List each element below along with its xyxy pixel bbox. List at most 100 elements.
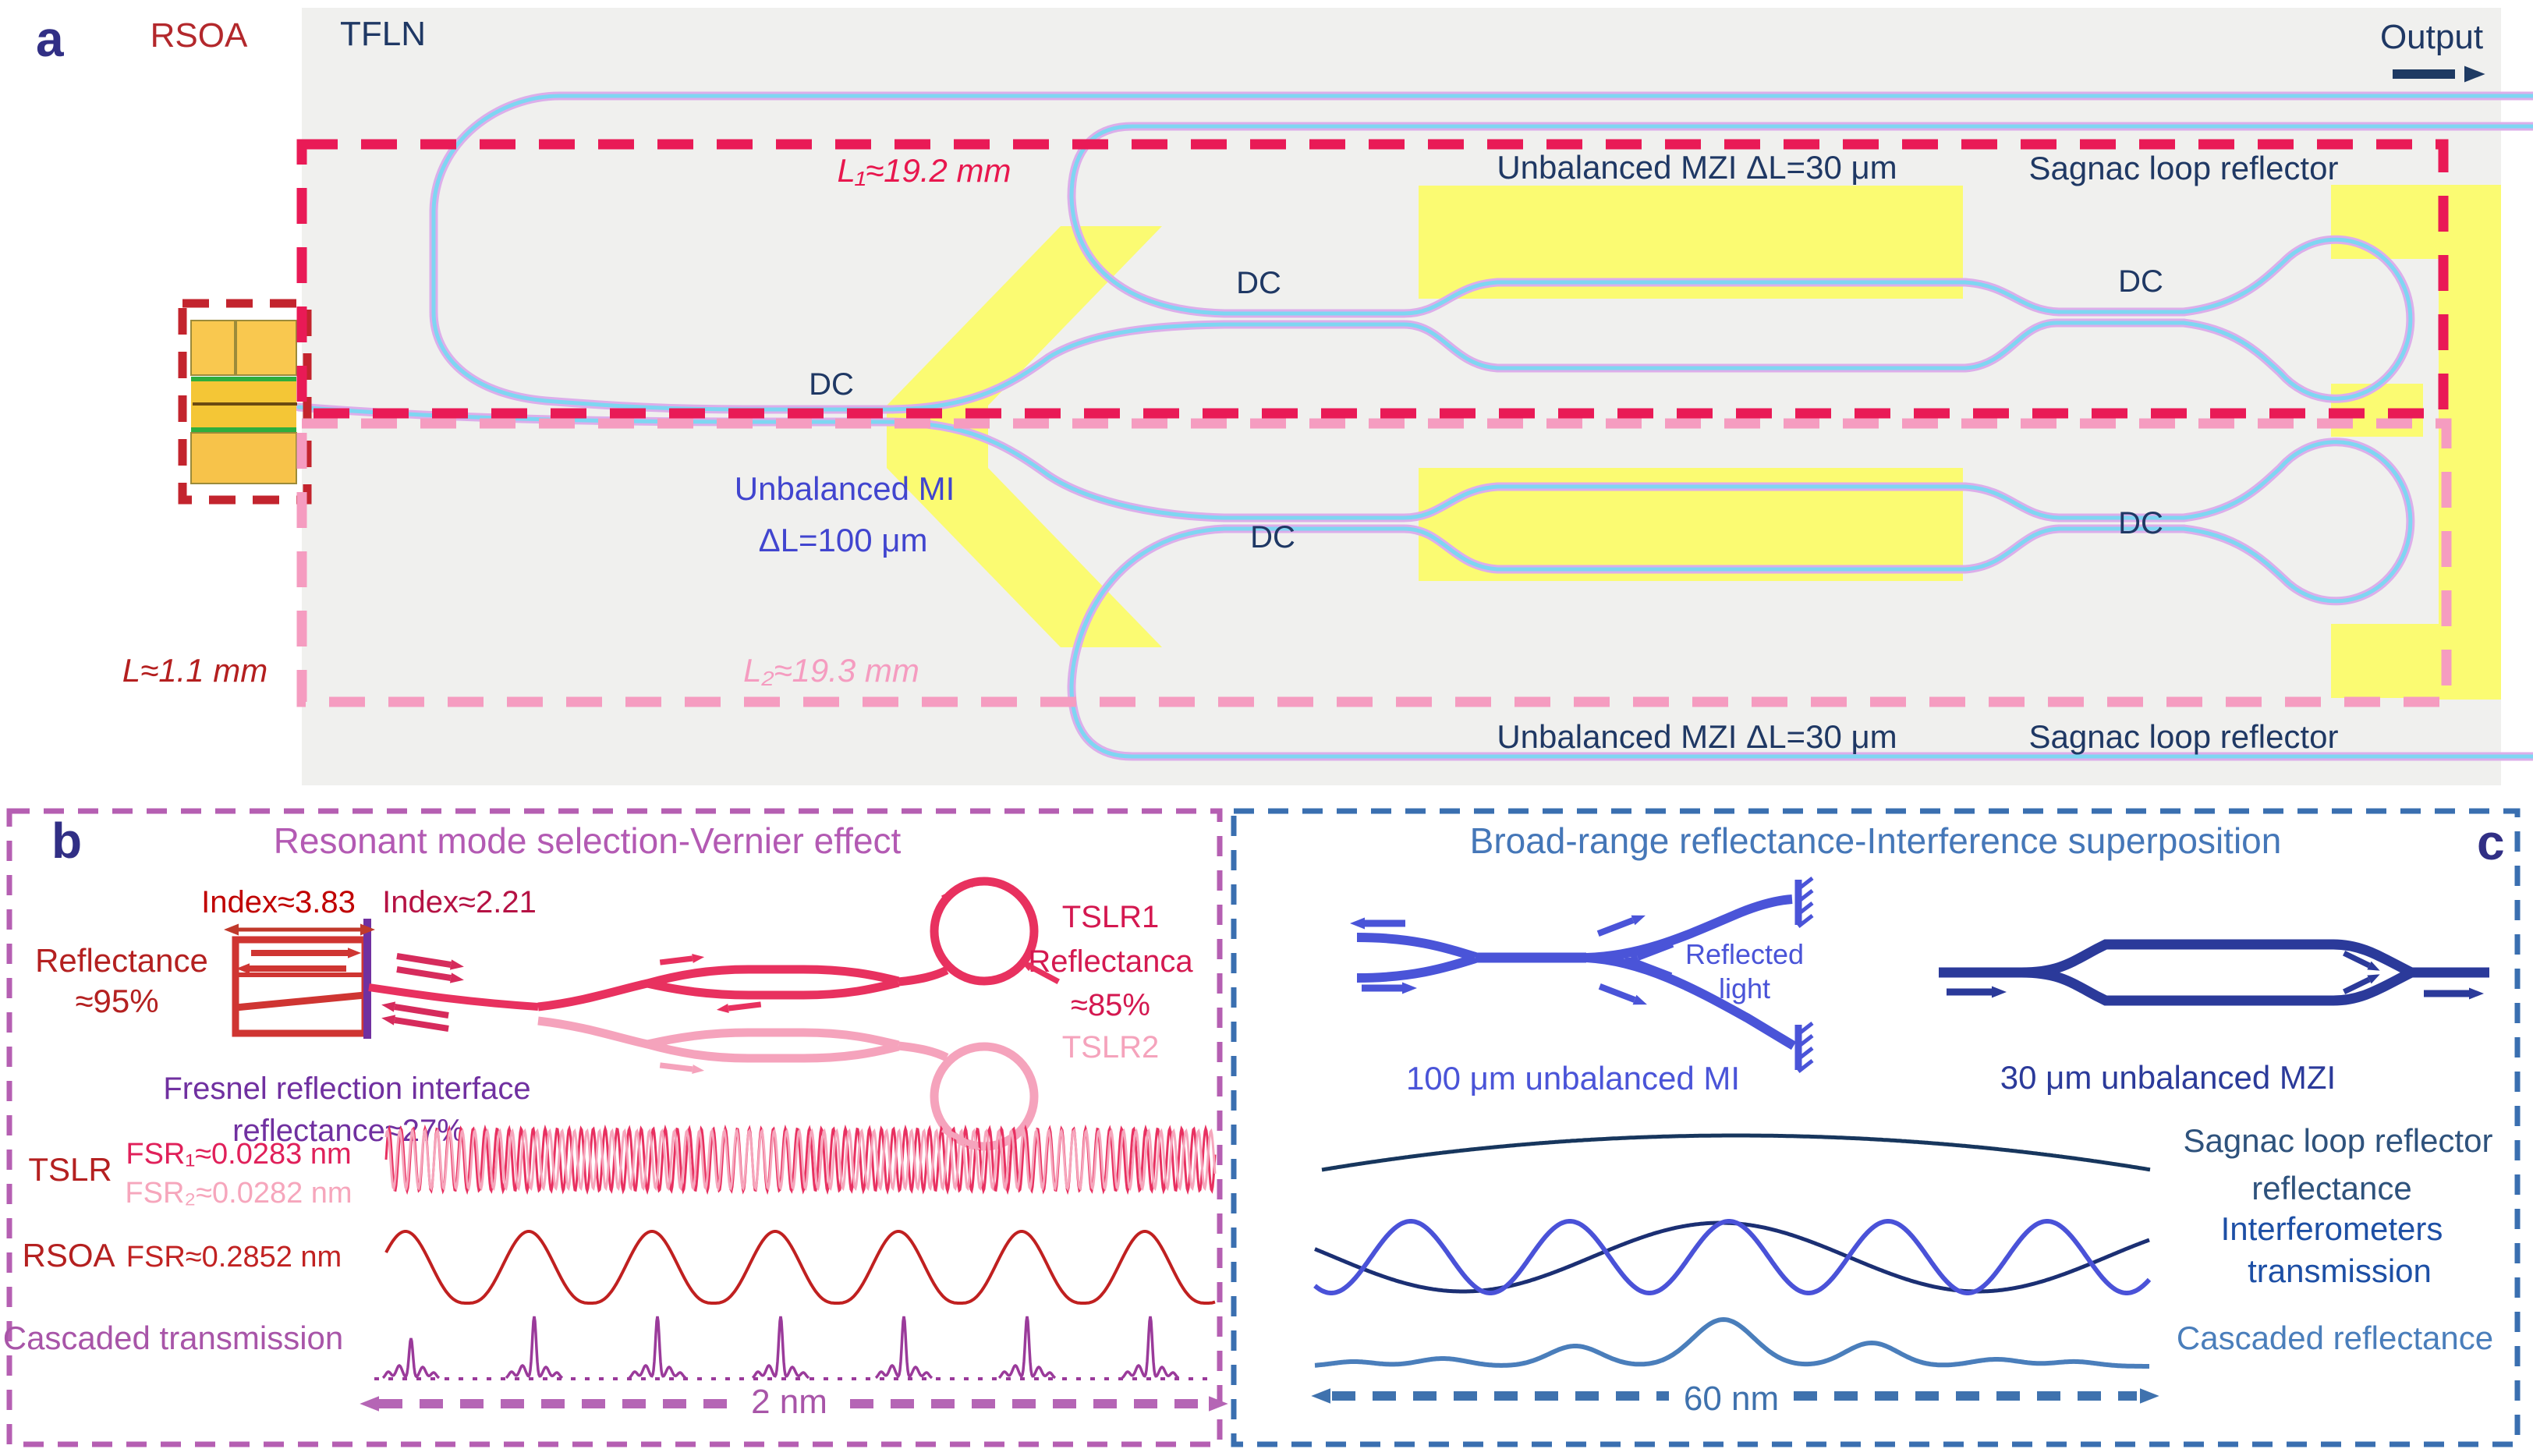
tfln-chip-background xyxy=(302,8,2501,785)
dc-label-lower-left: DC xyxy=(1250,520,1295,554)
arrow-icon xyxy=(1992,986,2007,998)
arrow-shaft xyxy=(2343,976,2371,995)
arrow-icon xyxy=(348,948,362,958)
mi-mirror-top xyxy=(1794,877,1814,928)
cascaded-transmission-label: Cascaded transmission xyxy=(3,1320,344,1356)
arrow-icon xyxy=(716,1004,729,1013)
fsr2-label: FSR₂≈0.0282 nm xyxy=(125,1177,352,1210)
mi-mirror-bottom xyxy=(1794,1022,1814,1073)
arrow-icon xyxy=(1632,994,1647,1005)
arrow-layer xyxy=(224,66,2485,1412)
dc-label-upper-left: DC xyxy=(1236,266,1281,300)
rsoa-spectrum-wave xyxy=(384,1230,1216,1305)
mi-schematic xyxy=(1356,877,1814,1073)
rsoa-length-label: L≈1.1 mm xyxy=(122,652,267,689)
span-2nm-label: 2 nm xyxy=(751,1383,827,1421)
rsoa-pad-bottom xyxy=(190,432,297,484)
sagnac-top-label: Sagnac loop reflector xyxy=(2029,150,2339,186)
panel-b-label: b xyxy=(51,813,82,869)
rsoa-pad-top-left xyxy=(190,320,236,376)
reflectance-label-line2: ≈95% xyxy=(75,983,158,1019)
arrow-icon xyxy=(2140,1388,2159,1404)
arrow-shaft xyxy=(1636,941,1674,961)
rsoa-gain-line xyxy=(235,991,366,1011)
arrow-shaft xyxy=(659,955,693,965)
mi-label-line2: ΔL=100 μm xyxy=(759,522,928,558)
dc-label-center: DC xyxy=(809,367,854,402)
arrow-icon xyxy=(449,972,464,983)
arrow-shaft xyxy=(1598,983,1636,1003)
arrow-icon xyxy=(449,959,464,970)
arrow-icon xyxy=(224,923,239,936)
panel-c-title: Broad-range reflectance-Interference sup… xyxy=(1470,820,2282,861)
arrow-icon xyxy=(1402,982,1417,994)
mzi-schematic xyxy=(1939,939,2489,1006)
sagnac-reflectance-wave xyxy=(1321,1133,2151,1172)
arrow-icon xyxy=(968,1139,981,1150)
cavity2-dashed-box xyxy=(296,418,2452,707)
cascaded-reflectance-wave xyxy=(1314,1316,2149,1369)
tslr1-label: TSLR1 xyxy=(1062,900,1160,934)
fresnel-label-line1: Fresnel reflection interface xyxy=(163,1072,530,1106)
tslr1-loop xyxy=(930,877,1039,986)
span-60nm-label: 60 nm xyxy=(1684,1380,1779,1418)
rsoa-chip xyxy=(178,299,312,505)
tslr2-label: TSLR2 xyxy=(1062,1030,1160,1065)
cascaded-reflectance-label: Cascaded reflectance xyxy=(2177,1320,2493,1356)
mzi-schematic-label: 30 μm unbalanced MZI xyxy=(2000,1059,2336,1096)
cavity1-length-label: L₁≈19.2 mm xyxy=(837,152,1011,189)
arrow-icon xyxy=(692,954,705,963)
arrow-icon xyxy=(2367,974,2380,984)
mzi-top-label: Unbalanced MZI ΔL=30 μm xyxy=(1497,149,1897,186)
arrow-icon xyxy=(360,923,375,936)
rsoa-fsr-label: FSR≈0.2852 nm xyxy=(126,1241,342,1274)
rsoa-pad-top-right xyxy=(236,320,297,376)
arrow-shaft xyxy=(941,1127,972,1147)
legend-sagnac-line1: Sagnac loop reflector xyxy=(2184,1122,2493,1159)
panel-c-label: c xyxy=(2477,814,2505,870)
tslr-row-label: TSLR xyxy=(28,1151,112,1188)
arrow-shaft xyxy=(941,880,972,901)
index-tfln-label: Index≈2.21 xyxy=(382,885,537,919)
arrow-shaft xyxy=(396,953,452,968)
arrow-icon xyxy=(692,1065,705,1074)
arrow-icon xyxy=(2469,987,2484,1000)
arrow-icon xyxy=(360,1396,379,1412)
arrow-shaft xyxy=(1635,959,1673,979)
sagnac-electrode-bottom-tab xyxy=(2331,624,2501,698)
rsoa-title: RSOA xyxy=(151,16,248,55)
arrow-shaft xyxy=(2343,950,2371,969)
reflected-light-line2: light xyxy=(1719,972,1770,1004)
mzi-bottom-label: Unbalanced MZI ΔL=30 μm xyxy=(1497,718,1897,755)
arrow-icon xyxy=(2088,987,2101,997)
tslr1-schematic xyxy=(537,877,1039,1011)
mi-label-line1: Unbalanced MI xyxy=(735,470,955,507)
fsr1-label: FSR₁≈0.0283 nm xyxy=(126,1138,351,1171)
arrow-shaft xyxy=(1029,964,1060,984)
mzi-transmission-wave xyxy=(1313,1219,2152,1295)
arrow-shaft xyxy=(396,966,452,981)
reflectance-label-line1: Reflectance xyxy=(35,942,208,979)
arrow-icon xyxy=(1624,957,1638,968)
arrow-shaft xyxy=(728,1001,762,1011)
cavity1-dashed-box xyxy=(296,139,2449,419)
arrow-icon xyxy=(381,1015,396,1026)
rsoa-dashed-frame xyxy=(178,299,312,505)
panel-a-label: a xyxy=(36,11,64,67)
sagnac-bottom-label: Sagnac loop reflector xyxy=(2029,718,2339,755)
output-label: Output xyxy=(2380,18,2483,56)
arrow-icon xyxy=(1631,915,1646,926)
index-rsoa-label: Index≈3.83 xyxy=(201,885,356,919)
arrow-icon xyxy=(2088,948,2101,958)
legend-sagnac-line2: reflectance xyxy=(2251,1170,2411,1206)
tslr2-spectrum-wave xyxy=(384,1128,1217,1192)
arrow-shaft xyxy=(1596,917,1635,937)
tfln-title: TFLN xyxy=(340,15,426,53)
rsoa-schematic xyxy=(232,919,539,1039)
mi-electrode-upper-wing xyxy=(887,226,1162,406)
cavity2-length-label: L₂≈19.3 mm xyxy=(743,652,919,689)
mi-schematic-label: 100 μm unbalanced MI xyxy=(1406,1060,1740,1096)
arrow-shaft xyxy=(659,1062,693,1072)
